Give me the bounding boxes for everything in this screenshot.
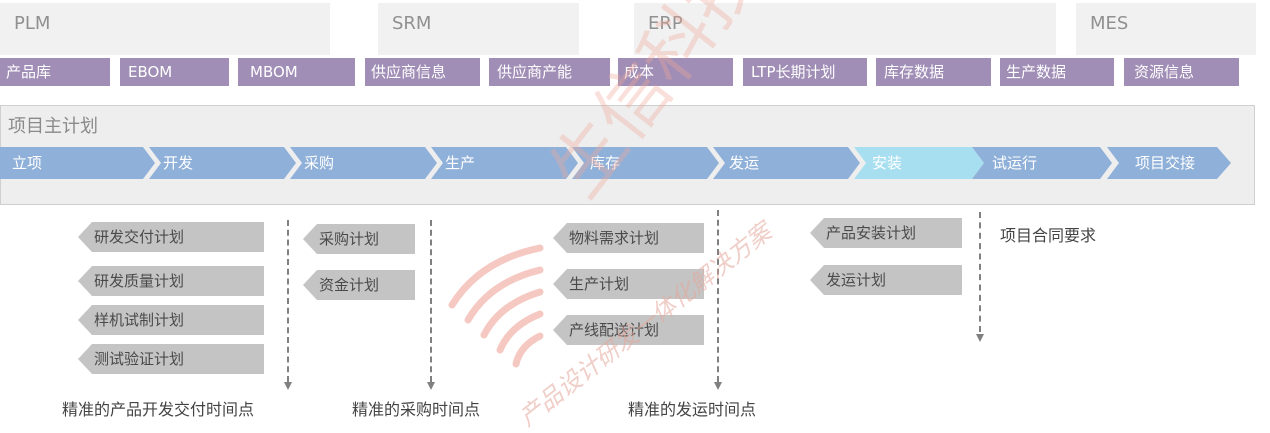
task-prototype: 样机试制计划 [78, 305, 264, 335]
module-mbom: MBOM [238, 58, 355, 86]
system-label: PLM [14, 13, 51, 34]
system-label: SRM [392, 13, 432, 34]
contract-divider [979, 212, 981, 332]
stage-label: 立项 [12, 154, 43, 172]
purchase-divider [430, 220, 432, 382]
milestone-dev-delivery: 精准的产品开发交付时间点 [62, 400, 255, 419]
system-plm: PLM [0, 3, 330, 55]
arrow-down-icon [427, 382, 435, 390]
stage-initiation: 立项 [0, 147, 155, 179]
module-inventory-data: 库存数据 [876, 58, 991, 86]
milestone-shipping: 精准的发运时间点 [628, 400, 757, 419]
stage-production: 生产 [431, 147, 578, 179]
system-erp: ERP [634, 3, 1056, 55]
system-srm: SRM [378, 3, 579, 55]
stage-label: 安装 [872, 154, 903, 172]
module-ltp-plan: LTP长期计划 [743, 58, 867, 86]
stage-label: 试运行 [992, 154, 1038, 172]
stage-development: 开发 [149, 147, 296, 179]
watermark-logo-icon [448, 244, 544, 368]
stage-handover: 项目交接 [1107, 147, 1231, 179]
task-test-validation: 测试验证计划 [78, 344, 264, 374]
task-material-requirement: 物料需求计划 [553, 223, 704, 253]
module-product-library: 产品库 [0, 58, 110, 86]
task-dev-delivery: 研发交付计划 [78, 222, 264, 252]
module-ebom: EBOM [120, 58, 229, 86]
stage-installation: 安装 [854, 147, 984, 179]
task-installation: 产品安装计划 [810, 218, 962, 248]
stage-label: 生产 [445, 154, 476, 172]
task-shipping: 发运计划 [810, 265, 962, 295]
system-label: ERP [648, 13, 683, 34]
stage-label: 开发 [163, 154, 194, 172]
module-production-data: 生产数据 [1000, 58, 1114, 86]
module-resource-info: 资源信息 [1124, 58, 1239, 86]
stage-shipping: 发运 [713, 147, 860, 179]
task-dev-quality: 研发质量计划 [78, 266, 264, 296]
milestone-purchase: 精准的采购时间点 [352, 400, 481, 419]
arrow-down-icon [714, 382, 722, 390]
stage-label: 发运 [729, 154, 760, 172]
arrow-down-icon [976, 334, 984, 342]
system-label: MES [1090, 13, 1129, 34]
stage-inventory: 库存 [572, 147, 719, 179]
task-funds: 资金计划 [303, 270, 415, 300]
task-purchase: 采购计划 [303, 224, 415, 254]
task-line-delivery: 产线配送计划 [553, 315, 704, 345]
system-mes: MES [1076, 3, 1256, 55]
stage-label: 采购 [304, 154, 335, 172]
master-plan-title: 项目主计划 [8, 116, 98, 137]
module-cost: 成本 [618, 58, 733, 86]
arrow-down-icon [284, 382, 292, 390]
module-supplier-info: 供应商信息 [365, 58, 480, 86]
stage-procurement: 采购 [290, 147, 437, 179]
contract-requirement-note: 项目合同要求 [1000, 226, 1097, 245]
stage-label: 库存 [590, 154, 621, 172]
stage-trial-run: 试运行 [972, 147, 1112, 179]
task-production-plan: 生产计划 [553, 269, 704, 299]
module-supplier-capacity: 供应商产能 [489, 58, 610, 86]
dev-divider [287, 220, 289, 382]
stage-label: 项目交接 [1135, 154, 1196, 172]
shipping-divider [717, 210, 719, 382]
